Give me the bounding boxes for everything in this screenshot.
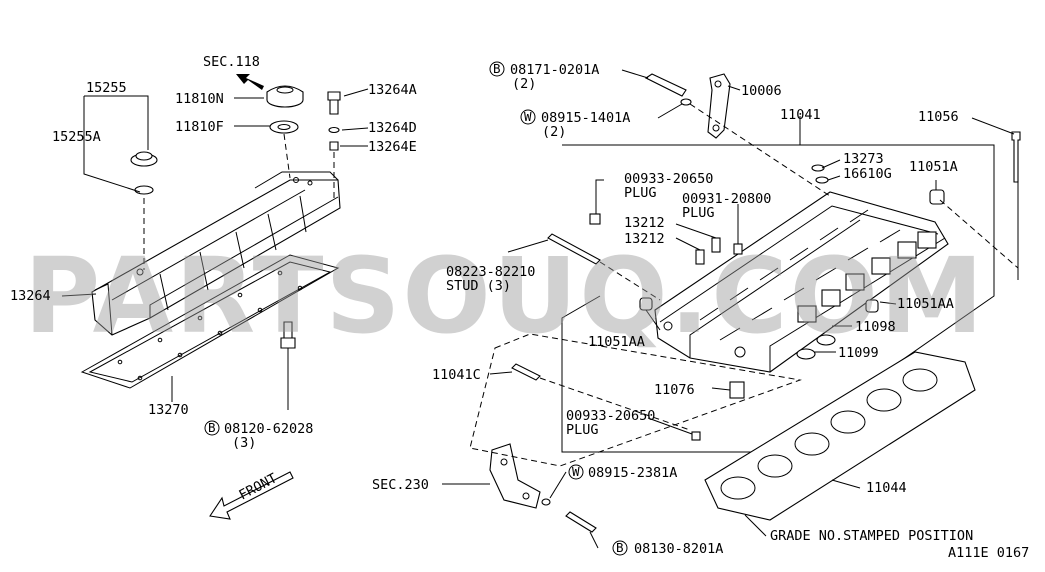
label-11810f: 11810F <box>175 119 224 135</box>
washer-symbol-icon <box>520 109 536 125</box>
label-11051a: 11051A <box>909 159 958 175</box>
cylinder-head <box>654 191 949 373</box>
label-11051aa-left: 11051AA <box>588 334 645 350</box>
label-13212-a: 13212 <box>624 215 665 231</box>
label-11041c: 11041C <box>432 367 481 383</box>
stud-11041c <box>511 363 541 381</box>
label-13264: 13264 <box>10 288 51 304</box>
label-08171-qty: (2) <box>512 76 536 92</box>
watermark: PARTSOUQ.COM <box>24 235 985 357</box>
rocker-cover <box>91 171 341 336</box>
bolt-symbol-icon <box>489 61 505 77</box>
label-stud: STUD (3) <box>446 278 511 294</box>
label-11810n: 11810N <box>175 91 224 107</box>
bolt-11056 <box>1011 131 1021 183</box>
label-11076: 11076 <box>654 382 695 398</box>
breather-valve <box>266 85 304 134</box>
washer-symbol-icon <box>568 464 584 480</box>
rocker-cover-gasket <box>80 254 340 389</box>
part-11076 <box>729 381 745 399</box>
bolt-symbol-letter: B <box>616 540 624 555</box>
label-00933-top: 00933-20650 <box>624 171 713 187</box>
label-00931: 00931-20800 <box>682 191 771 207</box>
label-08915-1401-qty: (2) <box>542 124 566 140</box>
washer-symbol-letter: W <box>524 109 532 124</box>
label-front: FRONT <box>236 470 279 503</box>
sec118-arrow <box>236 74 264 90</box>
label-08120: 08120-62028 <box>224 421 313 437</box>
bolt-symbol-icon <box>204 420 220 436</box>
label-10006: 10006 <box>741 83 782 99</box>
front-arrow <box>209 471 294 520</box>
leader-lines-right <box>442 69 1019 549</box>
label-13212-b: 13212 <box>624 231 665 247</box>
label-16610g: 16610G <box>843 166 892 182</box>
label-15255a: 15255A <box>52 129 101 145</box>
lifting-bracket-10006 <box>707 73 731 139</box>
label-11051aa-right: 11051AA <box>897 296 954 312</box>
seal-16610g <box>815 176 829 184</box>
plug-00933-bottom <box>691 431 701 441</box>
label-13264d: 13264D <box>368 120 417 136</box>
label-sec118: SEC.118 <box>203 54 260 70</box>
label-11099: 11099 <box>838 345 879 361</box>
label-sec230: SEC.230 <box>372 477 429 493</box>
label-08130: 08130-8201A <box>634 541 723 557</box>
washer-08915-2381 <box>541 498 551 506</box>
seal-11098 <box>816 334 836 346</box>
plug-00933-top <box>589 213 601 225</box>
plug-11051aa-right <box>865 299 879 313</box>
leader-lines-left <box>61 88 369 410</box>
washer-08915-1401 <box>680 98 692 106</box>
label-00933-bottom: 00933-20650 <box>566 408 655 424</box>
drawing-code: A111E 0167 <box>948 545 1029 561</box>
label-plug-2: PLUG <box>682 205 715 221</box>
oil-filler-cap <box>130 151 158 195</box>
bolt-08120 <box>280 321 296 349</box>
label-13264a: 13264A <box>368 82 417 98</box>
label-11098: 11098 <box>855 319 896 335</box>
stud-08223 <box>547 233 601 265</box>
label-08915-1401: 08915-1401A <box>541 110 630 126</box>
bolt-symbol-letter: B <box>208 420 216 435</box>
label-08915-2381: 08915-2381A <box>588 465 677 481</box>
label-11056: 11056 <box>918 109 959 125</box>
washer-symbol-letter: W <box>572 464 580 479</box>
bolt-13264a <box>327 91 341 151</box>
bolt-08171 <box>644 73 687 97</box>
label-13270: 13270 <box>148 402 189 418</box>
bolt-symbol-letter: B <box>493 61 501 76</box>
cylinder-head-gasket <box>704 351 976 521</box>
label-grade-note: GRADE NO.STAMPED POSITION <box>770 528 973 544</box>
seal-11099 <box>796 348 816 360</box>
label-11041: 11041 <box>780 107 821 123</box>
label-08120-qty: (3) <box>232 435 256 451</box>
label-13273: 13273 <box>843 151 884 167</box>
engine-bracket-sec230 <box>489 443 541 509</box>
bolt-symbol-icon <box>612 540 628 556</box>
label-15255: 15255 <box>86 80 127 96</box>
label-plug-3: PLUG <box>566 422 599 438</box>
bolt-08130 <box>565 511 597 533</box>
label-plug-1: PLUG <box>624 185 657 201</box>
label-08223: 08223-82210 <box>446 264 535 280</box>
seal-13273 <box>811 164 825 172</box>
label-13264e: 13264E <box>368 139 417 155</box>
label-11044: 11044 <box>866 480 907 496</box>
label-08171: 08171-0201A <box>510 62 599 78</box>
